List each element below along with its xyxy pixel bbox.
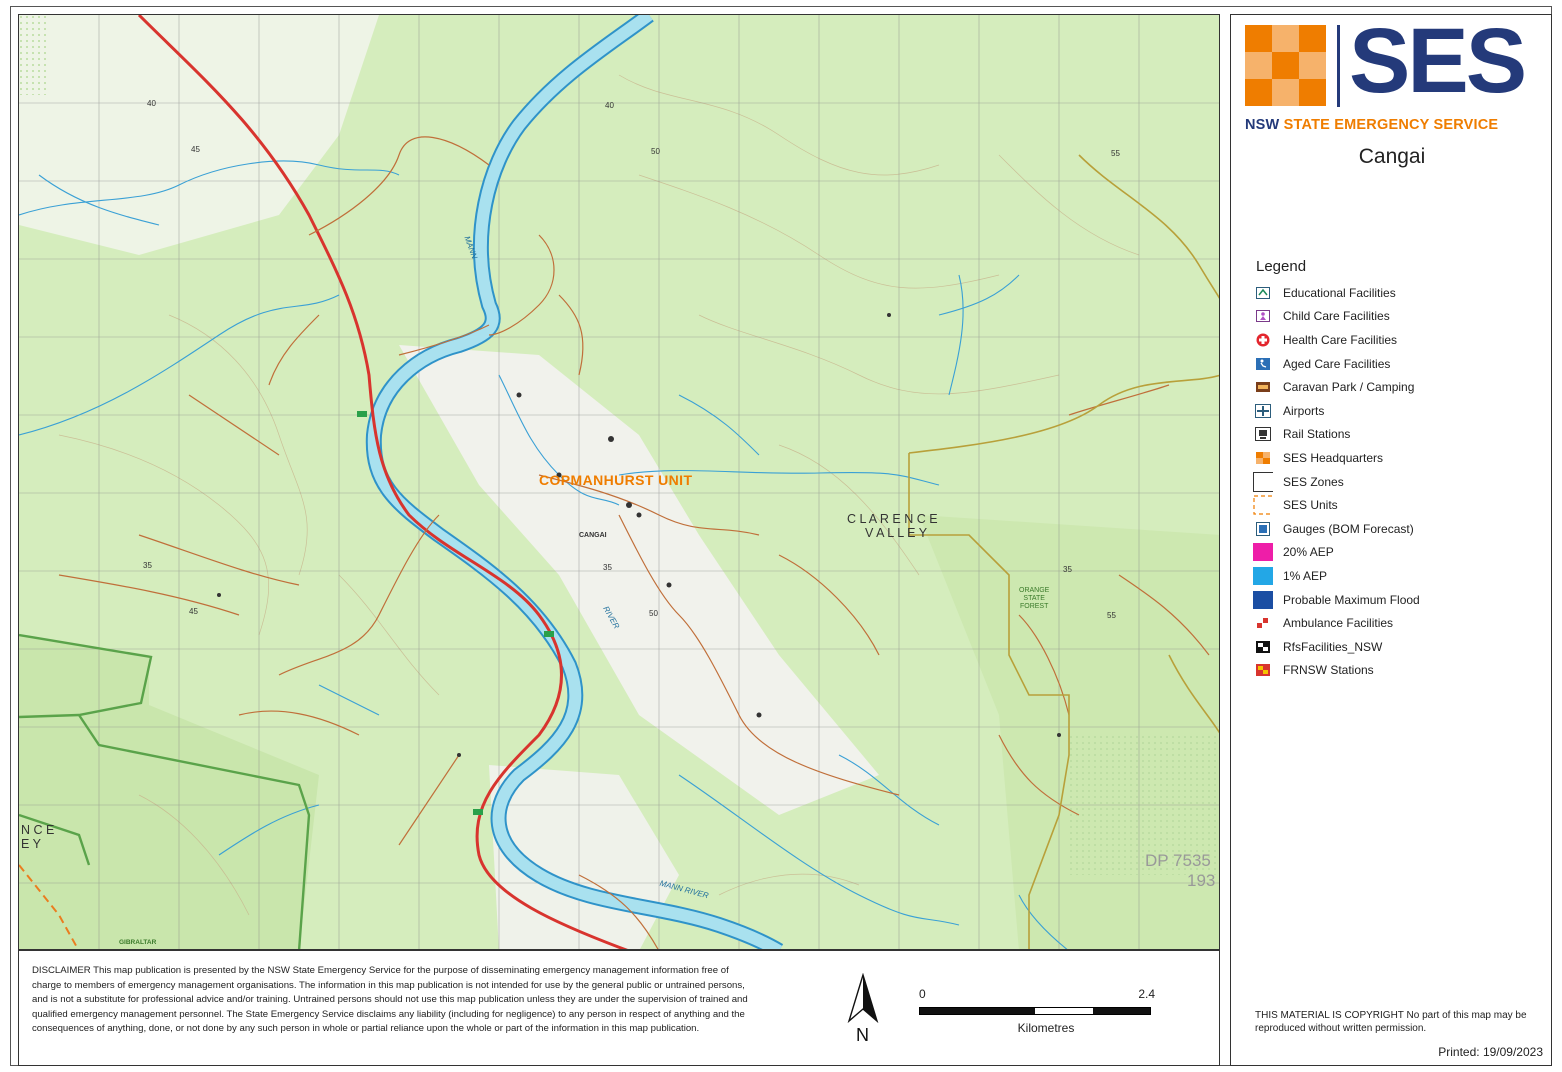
ses-unit-label: COPMANHURST UNIT [539, 472, 693, 488]
ambulance-icon [1253, 614, 1273, 632]
contour-label: 50 [649, 609, 658, 618]
contour-label: 40 [147, 99, 156, 108]
legend-item: 1% AEP [1253, 564, 1543, 588]
contour-label: 35 [143, 561, 152, 570]
lga-label-line1: C L A R E N C E [847, 512, 938, 526]
legend-item: SES Headquarters [1253, 446, 1543, 470]
legend-item: 20% AEP [1253, 541, 1543, 565]
aged-care-icon [1253, 355, 1273, 373]
rfs-icon [1253, 638, 1273, 656]
legend-item: Airports [1253, 399, 1543, 423]
north-label: N [856, 1025, 869, 1045]
legend-label: SES Headquarters [1283, 450, 1384, 465]
contour-label: 35 [603, 563, 612, 572]
legend-label: Child Care Facilities [1283, 309, 1390, 324]
contour-label: 55 [1111, 149, 1120, 158]
legend-label: SES Units [1283, 498, 1338, 513]
child-care-icon [1253, 307, 1273, 325]
ses-logo-mark [1245, 25, 1340, 107]
pmf-swatch [1253, 590, 1273, 609]
legend-label: Ambulance Facilities [1283, 616, 1394, 631]
legend-label: Health Care Facilities [1283, 332, 1398, 347]
airport-icon [1253, 402, 1273, 420]
health-care-icon [1253, 331, 1273, 349]
map-title: Cangai [1358, 145, 1426, 168]
legend-item: SES Zones [1253, 470, 1543, 494]
gibraltar-label: GIBRALTAR [119, 939, 157, 946]
forest-label: ORANGE STATE FOREST [1019, 587, 1050, 610]
ses-unit-icon [1253, 495, 1273, 515]
legend-label: Airports [1283, 403, 1325, 418]
contour-label: 50 [651, 147, 660, 156]
scale-bar-graphic [919, 1007, 1151, 1015]
contour-label: 55 [1107, 611, 1116, 620]
legend-item: Rail Stations [1253, 423, 1543, 447]
legend-label: RfsFacilities_NSW [1283, 639, 1383, 654]
dp-edge-lot-label: 193 [1187, 871, 1216, 890]
org-nsw: NSW [1245, 117, 1280, 133]
dp-edge-label: DP 7535 [1145, 851, 1211, 870]
north-arrow: N [845, 972, 881, 1049]
legend-label: FRNSW Stations [1283, 663, 1374, 678]
contour-label: 45 [191, 145, 200, 154]
rail-icon [1253, 425, 1273, 443]
lga-label-line2: V A L L E Y [865, 526, 928, 540]
legend-item: Caravan Park / Camping [1253, 375, 1543, 399]
legend-item: Gauges (BOM Forecast) [1253, 517, 1543, 541]
north-arrow-icon [847, 972, 879, 1024]
contour-label: 45 [189, 607, 198, 616]
scale-end-label: 2.4 [1138, 987, 1155, 1001]
lga-edge-label-line1: N C E [21, 823, 55, 837]
scale-unit-label: Kilometres [1017, 1021, 1075, 1035]
topographic-map [19, 15, 1219, 949]
legend-item: Health Care Facilities [1253, 328, 1543, 352]
gauge-icon [1253, 520, 1273, 538]
ses-logo-text: SES [1349, 10, 1527, 112]
ses-organisation-name: NSW STATE EMERGENCY SERVICE [1245, 117, 1545, 133]
caravan-icon [1253, 378, 1273, 396]
legend-item: RfsFacilities_NSW [1253, 635, 1543, 659]
town-label: CANGAI [579, 532, 607, 539]
map-footer: DISCLAIMER This map publication is prese… [18, 950, 1220, 1066]
legend-item: Educational Facilities [1253, 281, 1543, 305]
legend-item: Child Care Facilities [1253, 305, 1543, 329]
contour-label: 40 [605, 101, 614, 110]
legend-item: Probable Maximum Flood [1253, 588, 1543, 612]
disclaimer-text: DISCLAIMER This map publication is prese… [32, 965, 748, 1035]
org-name: STATE EMERGENCY SERVICE [1283, 117, 1499, 133]
aep1-swatch [1253, 566, 1273, 585]
legend-label: Educational Facilities [1283, 285, 1396, 300]
legend-item: SES Units [1253, 493, 1543, 517]
legend-list: Educational Facilities Child Care Facili… [1253, 281, 1543, 682]
legend-item: Ambulance Facilities [1253, 611, 1543, 635]
contour-label: 35 [1063, 565, 1072, 574]
copyright-notice: THIS MATERIAL IS COPYRIGHT No part of th… [1255, 1010, 1527, 1034]
legend-item: FRNSW Stations [1253, 659, 1543, 683]
legend-label: Gauges (BOM Forecast) [1283, 521, 1414, 536]
legend-title: Legend [1256, 258, 1307, 275]
legend-label: Caravan Park / Camping [1283, 380, 1415, 395]
scale-start-label: 0 [919, 987, 926, 1001]
legend-label: Probable Maximum Flood [1283, 592, 1420, 607]
legend-label: Rail Stations [1283, 427, 1351, 442]
aep20-swatch [1253, 543, 1273, 562]
legend-label: 1% AEP [1283, 568, 1328, 583]
legend-item: Aged Care Facilities [1253, 352, 1543, 376]
legend-label: Aged Care Facilities [1283, 356, 1391, 371]
scale-bar: 0 2.4 Kilometres [919, 981, 1159, 1051]
map-canvas[interactable]: COPMANHURST UNIT C L A R E N C E V A L L… [18, 14, 1220, 950]
lga-edge-label-line2: E Y [21, 837, 41, 851]
legend-label: SES Zones [1283, 474, 1344, 489]
legend-label: 20% AEP [1283, 545, 1334, 560]
ses-zone-icon [1253, 471, 1273, 492]
legend-panel: SES NSW STATE EMERGENCY SERVICE Cangai L… [1230, 11, 1552, 1066]
ses-logo: SES [1245, 11, 1543, 135]
frnsw-icon [1253, 661, 1273, 679]
education-icon [1253, 284, 1273, 302]
printed-date: Printed: 19/09/2023 [1438, 1045, 1543, 1059]
ses-hq-icon [1253, 449, 1273, 467]
